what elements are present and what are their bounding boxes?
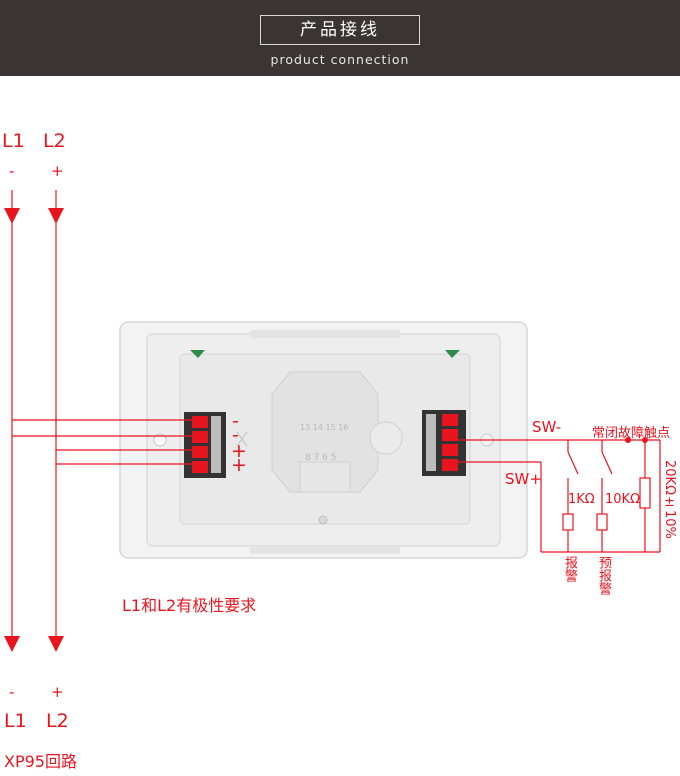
terminal-sign-4: + [231,454,247,476]
arrow-icons [4,208,64,652]
bottom-l2-label: L2 [46,710,69,732]
header-bar: 产品接线 product connection [0,0,680,76]
arrow-down-icon [4,636,20,652]
alarm-circuit [456,439,661,553]
sw-plus-label: SW+ [505,470,542,488]
pre-alarm-label: 预报警 [596,556,611,595]
terminal-sign-2: - [232,424,239,446]
arrow-down-icon [48,208,64,224]
left-terminal-block [184,412,226,478]
resistor-10k-label: 10KΩ [605,492,641,507]
end-resistor-label: 20KΩ±10% [662,460,677,539]
top-l2-sign: + [51,162,64,180]
title-frame: 产品接线 [260,15,420,45]
bottom-l2-sign: + [51,683,64,701]
resistor-1k-label: 1KΩ [568,492,595,507]
module-housing [119,321,528,559]
top-l1-label: L1 [2,130,25,152]
polarity-note: L1和L2有极性要求 [122,596,257,615]
right-terminal-block [422,410,466,476]
top-l1-sign: - [9,162,15,180]
bottom-l1-sign: - [9,683,15,701]
sw-minus-label: SW- [532,418,562,436]
alarm-label: 报警 [562,556,577,582]
loop-name-label: XP95回路 [4,752,77,771]
bottom-l1-label: L1 [4,710,27,732]
nc-contact-label: 常闭故障触点 [592,426,671,441]
page-title: 产品接线 [300,20,380,40]
terminal-sign-3: + [231,440,247,462]
page-subtitle: product connection [270,52,410,67]
contact-dots [625,437,648,443]
lower-number-row: 8 7 6 5 [305,453,337,463]
terminal-number-row: 13 14 15 16 [300,423,348,432]
arrow-down-icon [48,636,64,652]
arrow-down-icon [4,208,20,224]
terminal-sign-1: - [232,410,239,432]
loop-wires [11,190,196,636]
top-l2-label: L2 [43,130,66,152]
